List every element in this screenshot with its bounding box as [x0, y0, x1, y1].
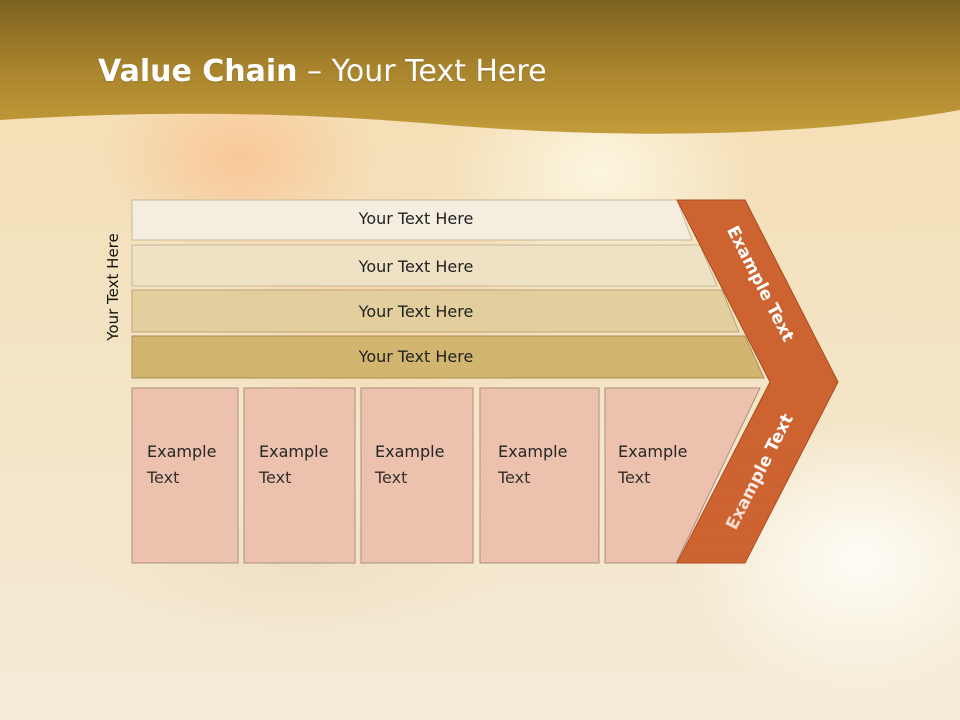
box-5-line2: Text — [618, 468, 651, 487]
bar-1 — [131, 199, 693, 241]
bar-3 — [131, 289, 740, 333]
box-1-line1: Example — [147, 442, 217, 461]
box-3-label: Example Text — [375, 439, 444, 491]
slide-title: Value Chain – Your Text Here — [98, 54, 547, 89]
box-3 — [360, 387, 474, 564]
box-4-line2: Text — [498, 468, 531, 487]
box-1-line2: Text — [147, 468, 180, 487]
chevron-arrow — [676, 199, 839, 564]
bar-4 — [131, 335, 765, 379]
box-2-line1: Example — [259, 442, 329, 461]
bar-3-label: Your Text Here — [358, 302, 474, 321]
box-5-line1: Example — [618, 442, 688, 461]
box-1-label: Example Text — [147, 439, 216, 491]
bar-2-label: Your Text Here — [358, 257, 474, 276]
box-5-label: Example Text — [618, 439, 687, 491]
header-banner — [0, 0, 960, 134]
box-2-label: Example Text — [259, 439, 328, 491]
box-3-line1: Example — [375, 442, 445, 461]
slide-title-bold: Value Chain — [98, 54, 298, 89]
bar-4-label: Your Text Here — [358, 347, 474, 366]
box-5 — [604, 387, 761, 564]
box-2-line2: Text — [259, 468, 292, 487]
box-4 — [479, 387, 600, 564]
slide-title-rest: – Your Text Here — [297, 54, 547, 89]
box-1 — [131, 387, 239, 564]
box-3-line2: Text — [375, 468, 408, 487]
box-4-label: Example Text — [498, 439, 567, 491]
bar-2 — [131, 244, 718, 287]
box-2 — [243, 387, 356, 564]
box-4-line1: Example — [498, 442, 568, 461]
bar-1-label: Your Text Here — [358, 209, 474, 228]
